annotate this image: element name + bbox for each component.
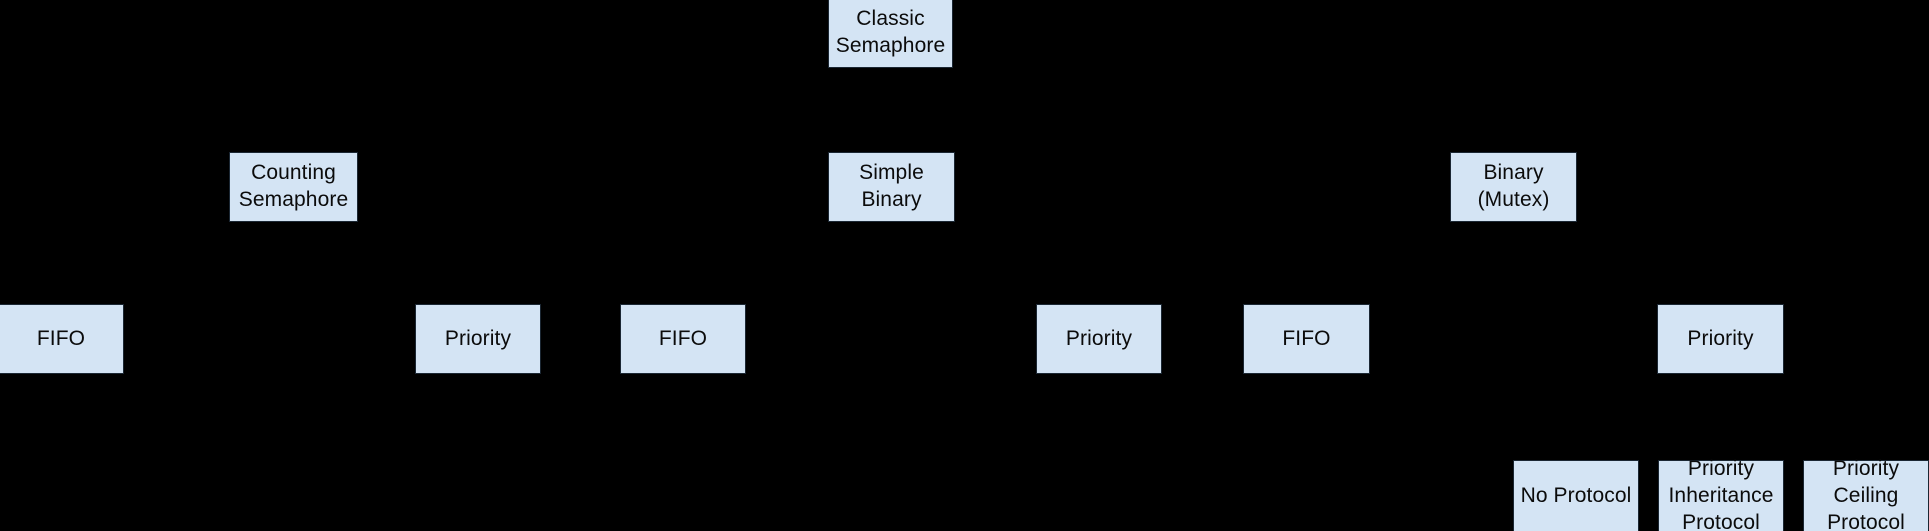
node-simple-binary-priority[interactable]: Priority [1036, 304, 1162, 374]
node-priority-ceiling-protocol[interactable]: Priority Ceiling Protocol [1803, 457, 1929, 531]
node-label: Priority [444, 326, 512, 350]
node-label: Priority Inheritance Protocol [1668, 457, 1774, 531]
node-label: Counting Semaphore [238, 161, 349, 211]
node-counting-priority[interactable]: Priority [415, 304, 541, 374]
node-simple-binary-fifo[interactable]: FIFO [620, 304, 746, 374]
node-counting-fifo[interactable]: FIFO [0, 304, 124, 374]
node-mutex-fifo[interactable]: FIFO [1243, 304, 1370, 374]
node-label: FIFO [658, 326, 708, 350]
node-priority-inheritance-protocol[interactable]: Priority Inheritance Protocol [1658, 457, 1784, 531]
node-label: Classic Semaphore [835, 7, 946, 57]
node-simple-binary[interactable]: Simple Binary [828, 152, 955, 222]
node-label: Priority [1687, 326, 1754, 350]
node-classic-semaphore[interactable]: Classic Semaphore [828, 0, 953, 68]
node-no-protocol[interactable]: No Protocol [1513, 460, 1639, 531]
node-binary-mutex[interactable]: Binary (Mutex) [1450, 152, 1577, 222]
node-mutex-priority[interactable]: Priority [1657, 304, 1784, 374]
node-label: Priority Ceiling Protocol [1827, 457, 1905, 531]
node-label: Simple Binary [859, 161, 924, 211]
node-label: No Protocol [1520, 484, 1632, 508]
node-label: Priority [1065, 326, 1133, 350]
node-counting-semaphore[interactable]: Counting Semaphore [229, 152, 358, 222]
node-label: FIFO [1282, 326, 1331, 350]
node-label: Binary (Mutex) [1477, 161, 1550, 211]
node-label: FIFO [36, 326, 86, 350]
